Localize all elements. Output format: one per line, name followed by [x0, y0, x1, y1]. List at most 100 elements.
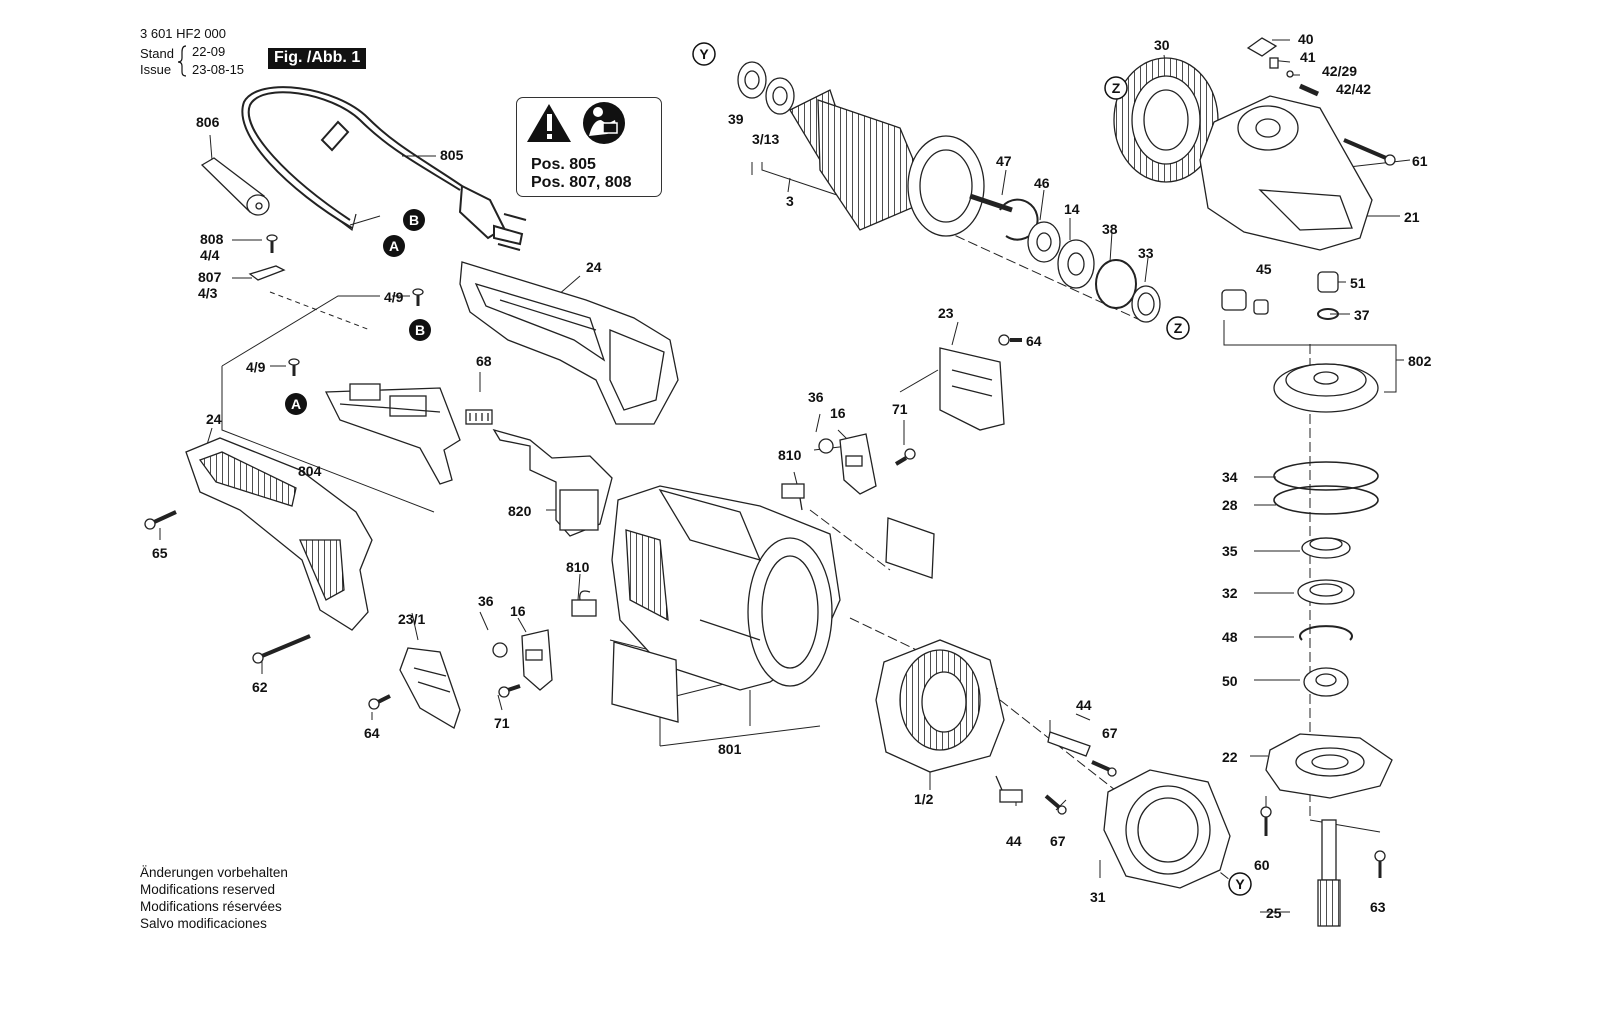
- marker-a-lower: A: [285, 393, 307, 415]
- label-21: 21: [1404, 209, 1420, 225]
- insulation-sheet-801b: [885, 517, 935, 579]
- screw-64-lower: [368, 694, 391, 710]
- label-44-lower: 44: [1006, 833, 1022, 849]
- screw-61: [1343, 138, 1396, 166]
- screw-808: [266, 234, 278, 253]
- label-801: 801: [718, 741, 742, 757]
- label-31: 31: [1090, 889, 1106, 905]
- part-36-lower: [492, 642, 508, 658]
- modification-notes: Änderungen vorbehalten Modifications res…: [140, 864, 288, 932]
- header-brace: [177, 45, 187, 77]
- label-71-lower: 71: [494, 715, 510, 731]
- label-14: 14: [1064, 201, 1080, 217]
- label-16-upper: 16: [830, 405, 846, 421]
- label-16-lower: 16: [510, 603, 526, 619]
- label-64-upper: 64: [1026, 333, 1042, 349]
- ring-34: [1273, 461, 1379, 491]
- label-810-lower: 810: [566, 559, 590, 575]
- warning-line-1: Pos. 805: [531, 156, 596, 173]
- screw-67-upper: [1091, 760, 1117, 777]
- flange-802: [1273, 363, 1379, 413]
- stand-label: Stand: [140, 46, 174, 61]
- part-44-upper: [1047, 731, 1091, 757]
- label-36-upper: 36: [808, 389, 824, 405]
- ring-28: [1273, 485, 1379, 515]
- figure-title: Fig. /Abb. 1: [268, 48, 367, 69]
- note-es: Salvo modificaciones: [140, 916, 267, 931]
- svg-text:A: A: [389, 238, 399, 254]
- label-67-lower: 67: [1050, 833, 1066, 849]
- spindle-25: [1317, 819, 1341, 927]
- label-41: 41: [1300, 49, 1316, 65]
- label-3-13: 3/13: [752, 131, 779, 147]
- label-67-upper: 67: [1102, 725, 1118, 741]
- label-42-29: 42/29: [1322, 63, 1357, 79]
- cover-23-1: [399, 647, 461, 729]
- bearing-39: [737, 61, 767, 99]
- label-68: 68: [476, 353, 492, 369]
- screw-67-lower: [1044, 794, 1067, 815]
- housing-half-24-upper: [459, 261, 679, 425]
- label-808: 808: [200, 231, 224, 247]
- spring-41: [1269, 57, 1279, 69]
- power-cord-805: [241, 86, 527, 251]
- label-37: 37: [1354, 307, 1370, 323]
- spindle-lock-40: [1246, 37, 1278, 57]
- screw-62: [252, 634, 311, 664]
- warning-line-2: Pos. 807, 808: [531, 174, 632, 191]
- marker-y-bottom: Y: [1228, 872, 1252, 896]
- label-804: 804: [298, 463, 322, 479]
- circlip-47: [999, 198, 1039, 241]
- label-805: 805: [440, 147, 464, 163]
- label-38: 38: [1102, 221, 1118, 237]
- cord-clamp-807: [248, 265, 286, 281]
- bearing-32: [1297, 579, 1355, 605]
- label-68: [465, 409, 493, 425]
- part-45: [1221, 289, 1269, 315]
- label-46: 46: [1034, 175, 1050, 191]
- label-40: 40: [1298, 31, 1314, 47]
- label-807: 807: [198, 269, 222, 285]
- label-34: 34: [1222, 469, 1238, 485]
- warning-box: Pos. 805 Pos. 807, 808: [516, 97, 662, 197]
- label-23-1: 23/1: [398, 611, 425, 627]
- label-25: 25: [1266, 905, 1282, 921]
- cover-23: [939, 347, 1005, 431]
- ring-38: [1095, 259, 1137, 309]
- label-820: 820: [508, 503, 532, 519]
- part-labels: 806 805 808 4/4 807 4/3 4/9 4/9 804 24 2…: [152, 31, 1432, 921]
- note-en: Modifications reserved: [140, 882, 276, 897]
- label-24-lower: 24: [206, 411, 222, 427]
- part-36-upper: [818, 438, 834, 454]
- shroud-31: [1103, 769, 1231, 889]
- label-3: 3: [786, 193, 794, 209]
- label-810-upper: 810: [778, 447, 802, 463]
- marker-z-housing: Z: [0, 0, 9, 3]
- label-48: 48: [1222, 629, 1238, 645]
- label-35: 35: [1222, 543, 1238, 559]
- label-65: 65: [152, 545, 168, 561]
- part-51: [1317, 271, 1339, 293]
- ring-37: [1317, 308, 1339, 320]
- label-28: 28: [1222, 497, 1238, 513]
- label-42-42: 42/42: [1336, 81, 1371, 97]
- screw-65: [144, 510, 177, 530]
- o-ring-42-29: [1286, 70, 1294, 78]
- label-23: 23: [938, 305, 954, 321]
- read-manual-icon: [583, 102, 625, 144]
- screw-60: [1260, 806, 1272, 836]
- label-4-4: 4/4: [200, 247, 220, 263]
- label-22: 22: [1222, 749, 1238, 765]
- motor-housing-801: [611, 485, 841, 691]
- label-60: 60: [1254, 857, 1270, 873]
- label-32: 32: [1222, 585, 1238, 601]
- fan-30: [1113, 57, 1219, 183]
- label-24-upper: 24: [586, 259, 602, 275]
- screw-71-upper: [894, 448, 916, 466]
- label-50: 50: [1222, 673, 1238, 689]
- label-45: 45: [1256, 261, 1272, 277]
- label-4-9-upper: 4/9: [384, 289, 404, 305]
- stand-value: 22-09: [192, 44, 226, 59]
- electronics-820: [492, 428, 613, 537]
